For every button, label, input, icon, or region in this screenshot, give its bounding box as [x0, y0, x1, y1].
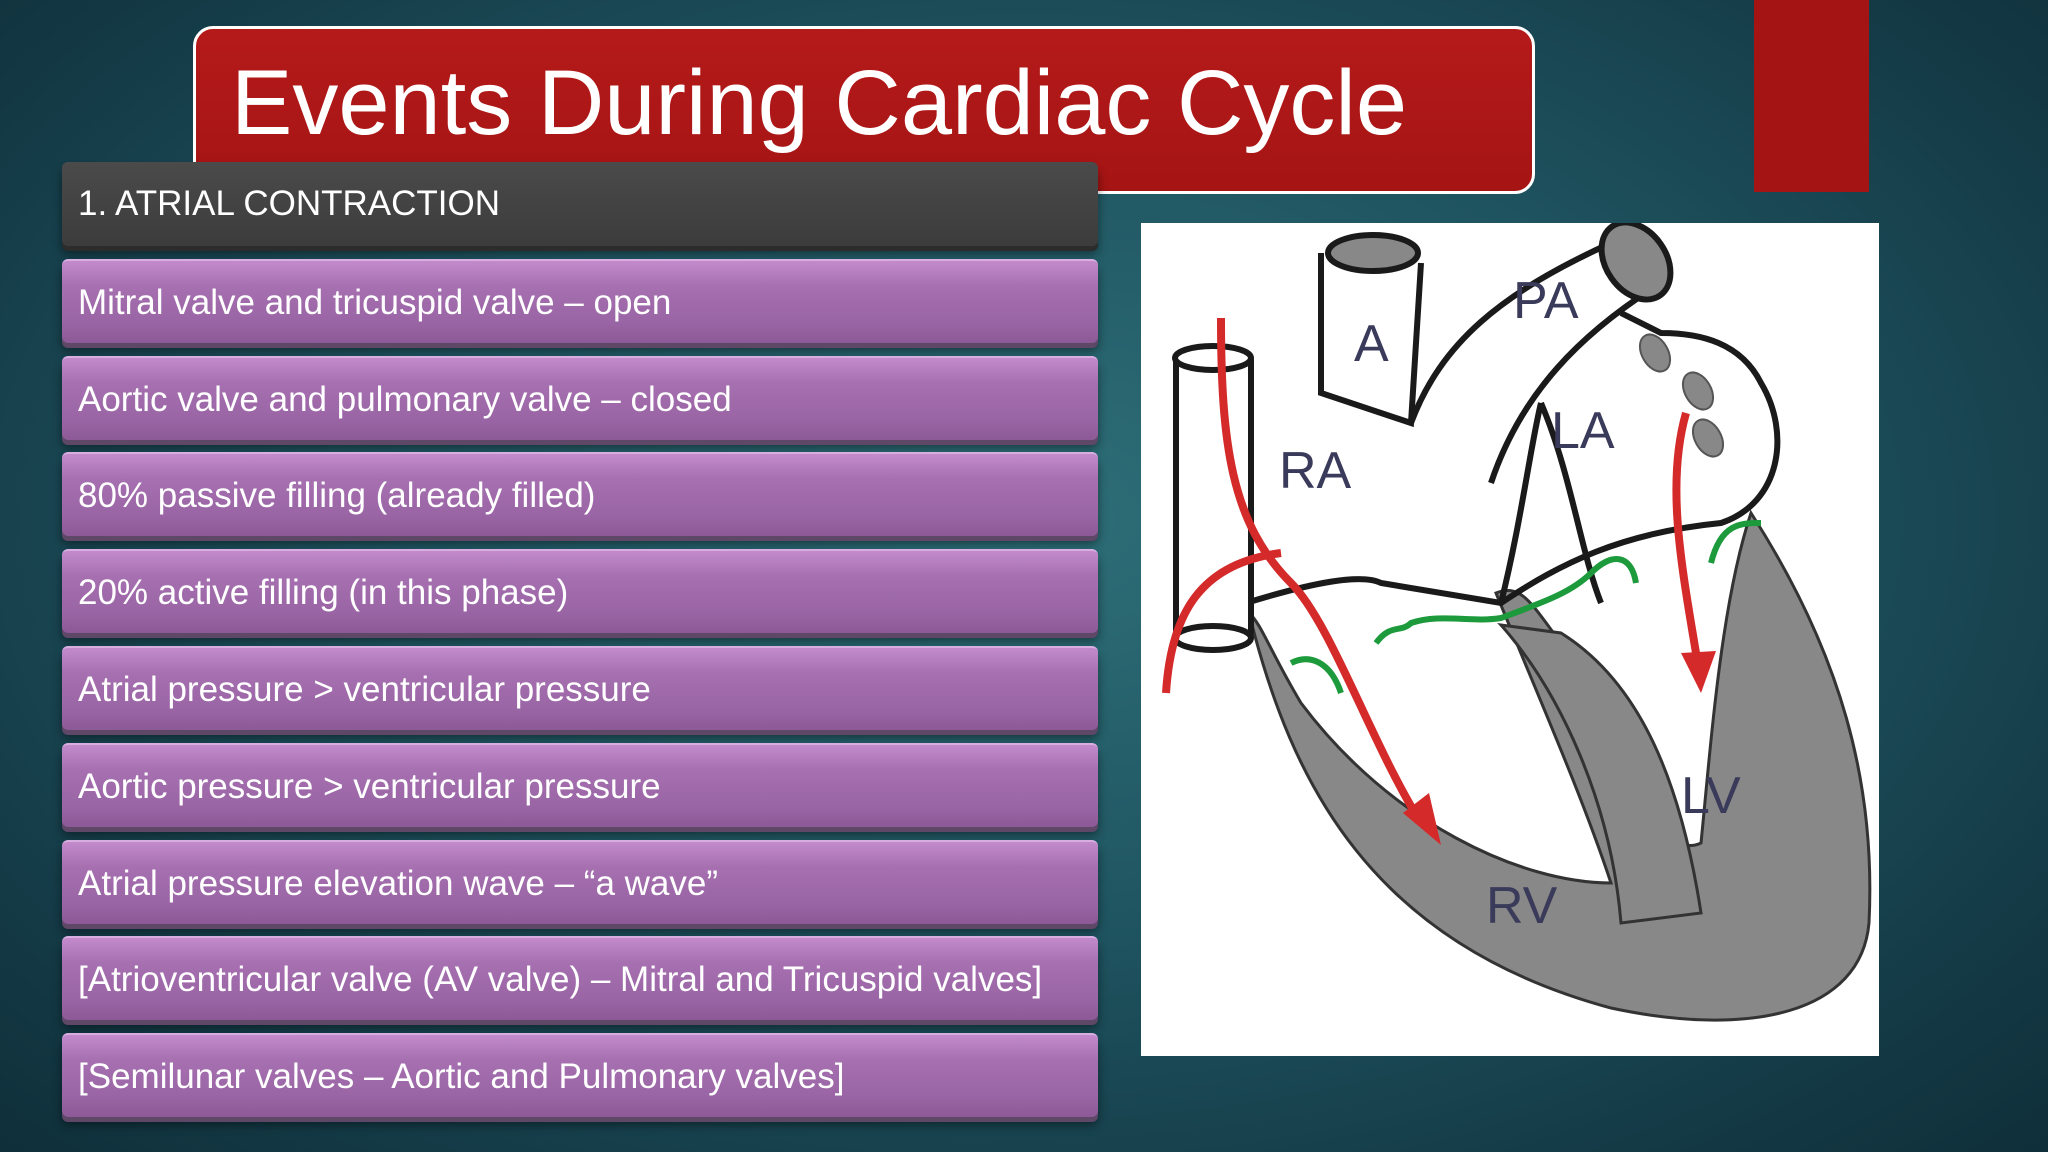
heart-outline — [1198, 310, 1781, 646]
flow-arrowhead-right — [1403, 793, 1441, 845]
corner-accent-block — [1754, 0, 1869, 192]
heart-diagram: A PA RA LA RV LV — [1141, 223, 1879, 1056]
flow-arrow-right — [1217, 317, 1425, 826]
flow-arrow-svc — [1162, 549, 1282, 694]
aorta — [1318, 253, 1424, 428]
list-item: Atrial pressure elevation wave – “a wave… — [62, 840, 1098, 924]
list-item: 20% active filling (in this phase) — [62, 549, 1098, 633]
label-left-ventricle: LV — [1681, 767, 1741, 825]
ventricle-wall — [1246, 509, 1872, 1022]
flow-arrow-left — [1672, 411, 1700, 654]
list-item: 80% passive filling (already filled) — [62, 452, 1098, 536]
list-item: [Semilunar valves – Aortic and Pulmonary… — [62, 1033, 1098, 1117]
list-item: [Atrioventricular valve (AV valve) – Mit… — [62, 936, 1098, 1020]
label-pulmonary-artery: PA — [1513, 272, 1579, 330]
label-left-atrium: LA — [1551, 402, 1615, 460]
label-right-ventricle: RV — [1486, 877, 1558, 935]
flow-arrowhead-left — [1681, 651, 1716, 693]
section-header-bar: 1. ATRIAL CONTRACTION — [62, 162, 1098, 246]
septum — [1497, 622, 1703, 925]
list-item: Aortic valve and pulmonary valve – close… — [62, 356, 1098, 440]
label-aorta: A — [1354, 315, 1389, 373]
label-right-atrium: RA — [1279, 442, 1352, 500]
slide-title: Events During Cardiac Cycle — [231, 52, 1408, 154]
list-item: Mitral valve and tricuspid valve – open — [62, 259, 1098, 343]
interatrial-wall — [1498, 401, 1604, 605]
tricuspid-valve — [1289, 570, 1594, 695]
mitral-valve — [1588, 520, 1762, 584]
list-item: Atrial pressure > ventricular pressure — [62, 646, 1098, 730]
heart-diagram-illustration: A PA RA LA RV LV — [1162, 223, 1872, 1022]
list-item: Aortic pressure > ventricular pressure — [62, 743, 1098, 827]
